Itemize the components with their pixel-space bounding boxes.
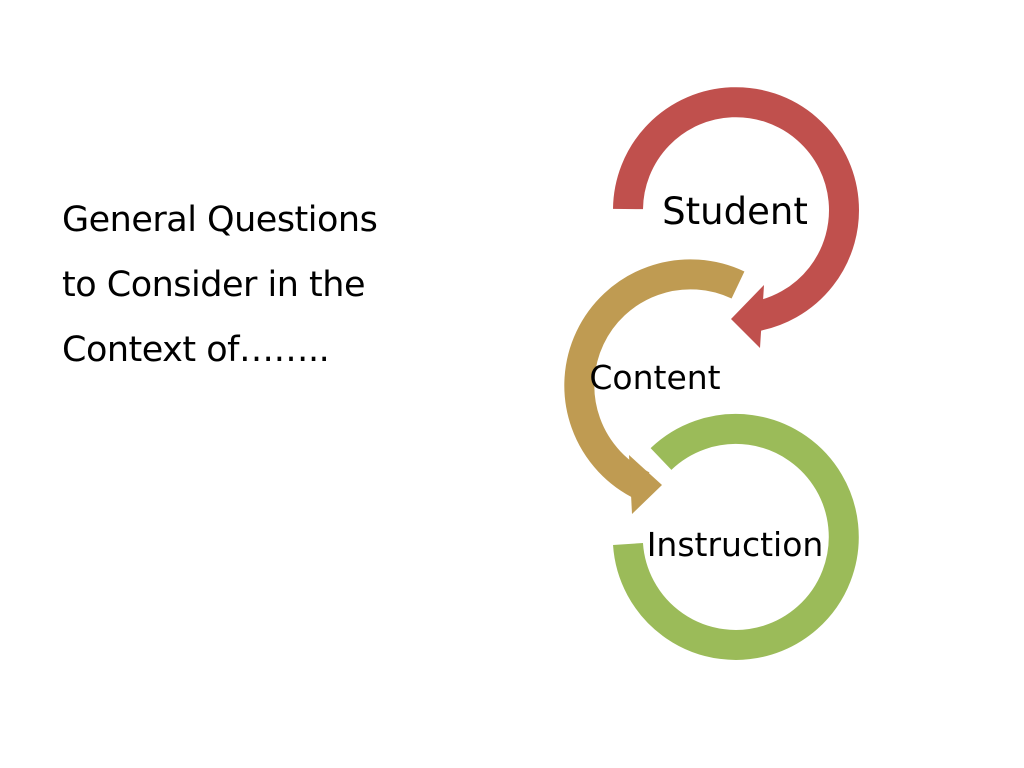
instruction-arc — [613, 413, 859, 660]
instruction-label: Instruction — [647, 525, 824, 564]
instruction-ring: Instruction — [613, 413, 859, 660]
heading-line-1: General Questions — [62, 200, 378, 240]
content-label: Content — [589, 358, 720, 397]
student-ring: Student — [613, 87, 859, 348]
slide-heading: General Questions to Consider in the Con… — [62, 188, 442, 383]
student-arrowhead — [731, 285, 764, 348]
heading-line-2: to Consider in the — [62, 265, 366, 305]
content-arc — [564, 259, 745, 500]
student-label: Student — [662, 190, 808, 233]
content-ring: Content — [564, 259, 745, 514]
student-arc — [613, 87, 859, 332]
heading-line-3: Context of…….. — [62, 330, 330, 370]
content-arrowhead — [629, 455, 662, 514]
